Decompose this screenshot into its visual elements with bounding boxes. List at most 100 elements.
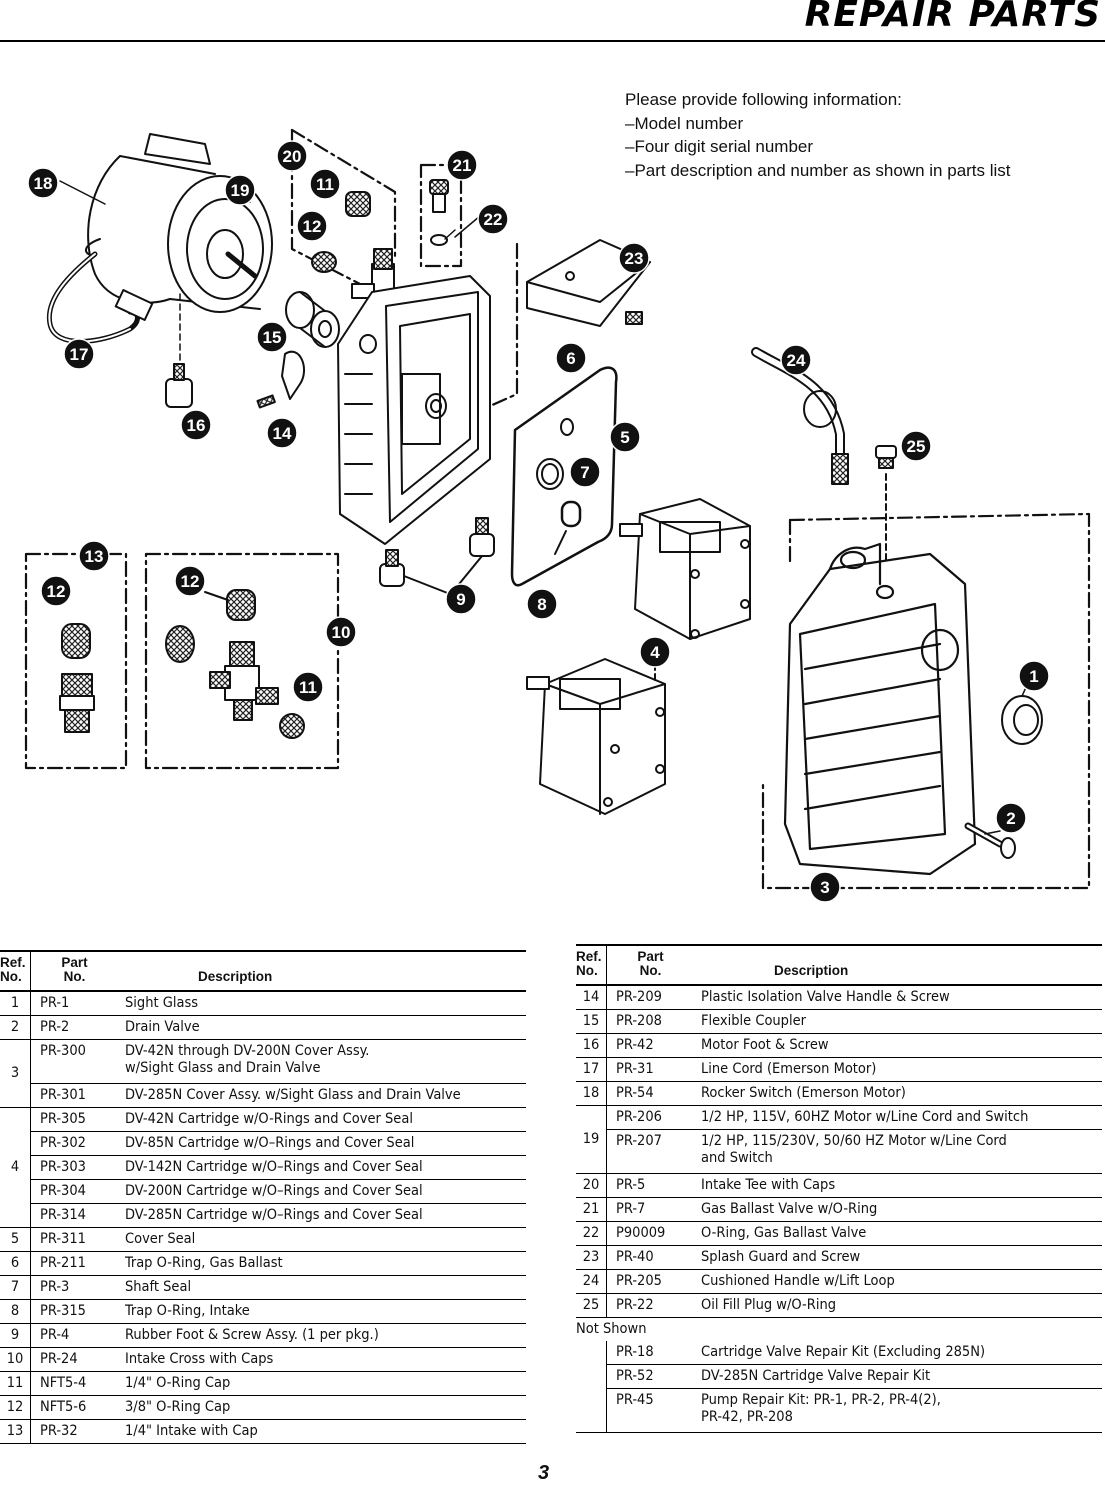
- description-line: and Switch: [701, 1150, 773, 1166]
- svg-text:6: 6: [566, 349, 575, 368]
- callout-12: 12: [296, 210, 328, 242]
- pump-cover: [783, 542, 977, 876]
- svg-text:3: 3: [820, 878, 829, 897]
- ref-cell: 2: [0, 1015, 31, 1040]
- ref-cell: 14: [576, 985, 607, 1010]
- svg-text:23: 23: [625, 249, 644, 268]
- callout-5: 5: [609, 421, 641, 453]
- part-cell: PR-40: [606, 1245, 694, 1270]
- description-line: PR-42, PR-208: [701, 1409, 793, 1425]
- description-cell: 1/4" O-Ring Cap: [118, 1371, 526, 1396]
- title-rule: [0, 40, 1105, 42]
- part-cell: PR-54: [606, 1081, 694, 1106]
- info-heading: Please provide following information:: [625, 90, 902, 109]
- part-cell: PR-22: [606, 1293, 694, 1318]
- part-cell: PR-314: [30, 1203, 118, 1228]
- description-cell: Rubber Foot & Screw Assy. (1 per pkg.): [118, 1323, 526, 1348]
- description-line: Pump Repair Kit: PR-1, PR-2, PR-4(2),: [701, 1392, 941, 1408]
- description-line: Rocker Switch (Emerson Motor): [701, 1085, 906, 1101]
- callout-9: 9: [445, 583, 477, 615]
- ref-cell: 15: [576, 1009, 607, 1034]
- svg-text:1: 1: [1029, 667, 1038, 686]
- callout-22: 22: [477, 203, 509, 235]
- description-line: Rubber Foot & Screw Assy. (1 per pkg.): [125, 1327, 379, 1343]
- description-line: w/Sight Glass and Drain Valve: [125, 1060, 321, 1076]
- part-cell: PR-305: [30, 1107, 118, 1132]
- ref-cell: 5: [0, 1227, 31, 1252]
- description-line: Drain Valve: [125, 1019, 200, 1035]
- cushioned-handle: [751, 347, 849, 485]
- cartridge-upper: [619, 498, 751, 640]
- trap-o-ring-gas: [560, 418, 574, 436]
- part-cell: PR-2: [30, 1015, 118, 1040]
- svg-text:4: 4: [650, 643, 660, 662]
- box-10-outline: [144, 552, 340, 770]
- description-cell: Pump Repair Kit: PR-1, PR-2, PR-4(2),PR-…: [694, 1388, 1102, 1433]
- svg-text:17: 17: [70, 345, 89, 364]
- callout-16: 16: [180, 409, 212, 441]
- svg-text:14: 14: [273, 424, 292, 443]
- ref-cell: 10: [0, 1347, 31, 1372]
- ref-cell: 25: [576, 1293, 607, 1318]
- callout-7: 7: [569, 456, 601, 488]
- description-cell: Trap O-Ring, Intake: [118, 1299, 526, 1324]
- description-cell: DV-200N Cartridge w/O–Rings and Cover Se…: [118, 1179, 526, 1204]
- description-cell: Cartridge Valve Repair Kit (Excluding 28…: [694, 1341, 1102, 1365]
- svg-text:12: 12: [181, 572, 200, 591]
- part-cell: PR-3: [30, 1275, 118, 1300]
- part-cell: PR-31: [606, 1057, 694, 1082]
- callout-8: 8: [526, 588, 558, 620]
- callout-19: 19: [224, 174, 256, 206]
- svg-text:25: 25: [907, 437, 926, 456]
- ref-header: Ref.No.: [576, 945, 607, 986]
- description-cell: Gas Ballast Valve w/O-Ring: [694, 1197, 1102, 1222]
- part-cell: PR-304: [30, 1179, 118, 1204]
- description-line: Sight Glass: [125, 995, 199, 1011]
- svg-text:8: 8: [537, 595, 546, 614]
- drain-valve: [964, 822, 1016, 859]
- description-line: 1/2 HP, 115V, 60HZ Motor w/Line Cord and…: [701, 1109, 1029, 1125]
- description-line: Plastic Isolation Valve Handle & Screw: [701, 989, 950, 1005]
- description-cell: Splash Guard and Screw: [694, 1245, 1102, 1270]
- callout-20: 20: [276, 140, 308, 172]
- table-row: PR-207 1/2 HP, 115/230V, 50/60 HZ Motor w…: [576, 1129, 1102, 1174]
- description-cell: Trap O-Ring, Gas Ballast: [118, 1251, 526, 1276]
- description-cell: Plastic Isolation Valve Handle & Screw: [694, 985, 1102, 1010]
- svg-text:16: 16: [187, 416, 206, 435]
- description-line: Oil Fill Plug w/O-Ring: [701, 1297, 836, 1313]
- description-cell: 1/2 HP, 115V, 60HZ Motor w/Line Cord and…: [694, 1105, 1102, 1130]
- shaft-seal: [536, 458, 564, 490]
- callout-10: 10: [325, 616, 357, 648]
- ref-cell: 20: [576, 1173, 607, 1198]
- callout-25: 25: [900, 430, 932, 462]
- part-cell: PR-5: [606, 1173, 694, 1198]
- svg-text:13: 13: [85, 547, 104, 566]
- part-cell: PR-300: [30, 1039, 118, 1084]
- description-line: 1/2 HP, 115/230V, 50/60 HZ Motor w/Line …: [701, 1133, 1007, 1149]
- callout-11: 11: [292, 671, 324, 703]
- description-cell: Oil Fill Plug w/O-Ring: [694, 1293, 1102, 1318]
- page-number: 3: [538, 1462, 550, 1484]
- description-cell: Intake Tee with Caps: [694, 1173, 1102, 1198]
- part-cell: PR-4: [30, 1323, 118, 1348]
- part-cell: P90009: [606, 1221, 694, 1246]
- callout-18: 18: [27, 167, 59, 199]
- part-cell: PR-207: [606, 1129, 694, 1174]
- description-cell: Motor Foot & Screw: [694, 1033, 1102, 1058]
- description-line: Shaft Seal: [125, 1279, 192, 1295]
